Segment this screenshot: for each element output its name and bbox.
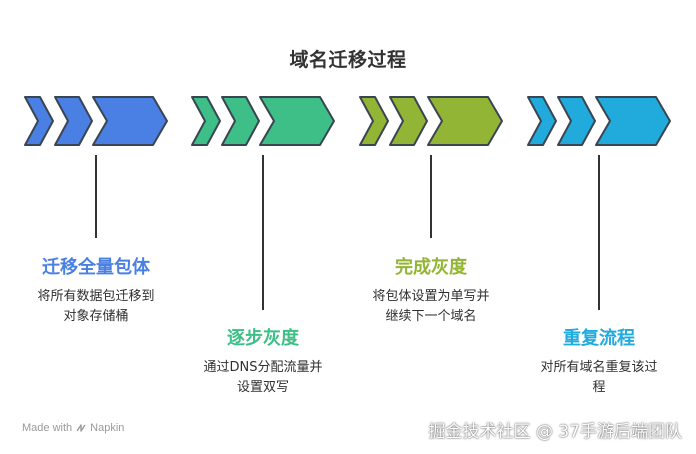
step-1-description: 将所有数据包迁移到 对象存储桶: [11, 287, 181, 327]
step-2-title: 逐步灰度: [227, 328, 299, 349]
napkin-label: Napkin: [90, 422, 125, 434]
step-3-chevron-small-b: [389, 96, 428, 146]
step-1-chevron-small-a: [24, 96, 54, 146]
step-4-chevron-small-b: [557, 96, 596, 146]
step-1-desc-line-2: 对象存储桶: [63, 309, 129, 324]
made-with-label: Made with: [22, 422, 73, 434]
step-2-chevron-large: [259, 96, 335, 146]
step-4-description: 对所有域名重复该过 程: [514, 358, 684, 398]
step-3-desc-line-2: 继续下一个域名: [385, 309, 477, 324]
step-4-desc-line-2: 程: [592, 380, 606, 395]
step-4-desc-line-1: 对所有域名重复该过: [540, 360, 658, 375]
step-4-chevron-small-a: [527, 96, 557, 146]
napkin-logo-icon: [76, 424, 86, 432]
diagram-title: 域名迁移过程: [289, 49, 407, 71]
step-3-desc-line-1: 将包体设置为单写并: [372, 289, 490, 304]
step-1-chevron-group: [24, 96, 168, 146]
step-3-chevron-large: [427, 96, 503, 146]
step-3-chevron-small-a: [359, 96, 389, 146]
step-2-desc-line-1: 通过DNS分配流量并: [203, 360, 323, 375]
step-4-title: 重复流程: [563, 328, 635, 349]
step-3-title: 完成灰度: [395, 257, 467, 278]
step-1-chevron-large: [92, 96, 168, 146]
step-1-title: 迁移全量包体: [42, 257, 150, 278]
step-2-chevron-small-b: [221, 96, 260, 146]
step-3-description: 将包体设置为单写并 继续下一个域名: [346, 287, 516, 327]
step-1-chevron-small-b: [54, 96, 93, 146]
step-2-desc-line-2: 设置双写: [236, 380, 289, 395]
step-2-chevron-group: [191, 96, 335, 146]
step-3-chevron-group: [359, 96, 503, 146]
step-1-desc-line-1: 将所有数据包迁移到: [37, 289, 155, 304]
step-2-chevron-small-a: [191, 96, 221, 146]
step-2-description: 通过DNS分配流量并 设置双写: [178, 358, 348, 398]
step-4-chevron-group: [527, 96, 671, 146]
made-with-napkin: Made with Napkin: [22, 422, 124, 434]
credit-watermark: 掘金技术社区 @ 37手游后端团队: [428, 422, 682, 442]
step-4-chevron-large: [595, 96, 671, 146]
